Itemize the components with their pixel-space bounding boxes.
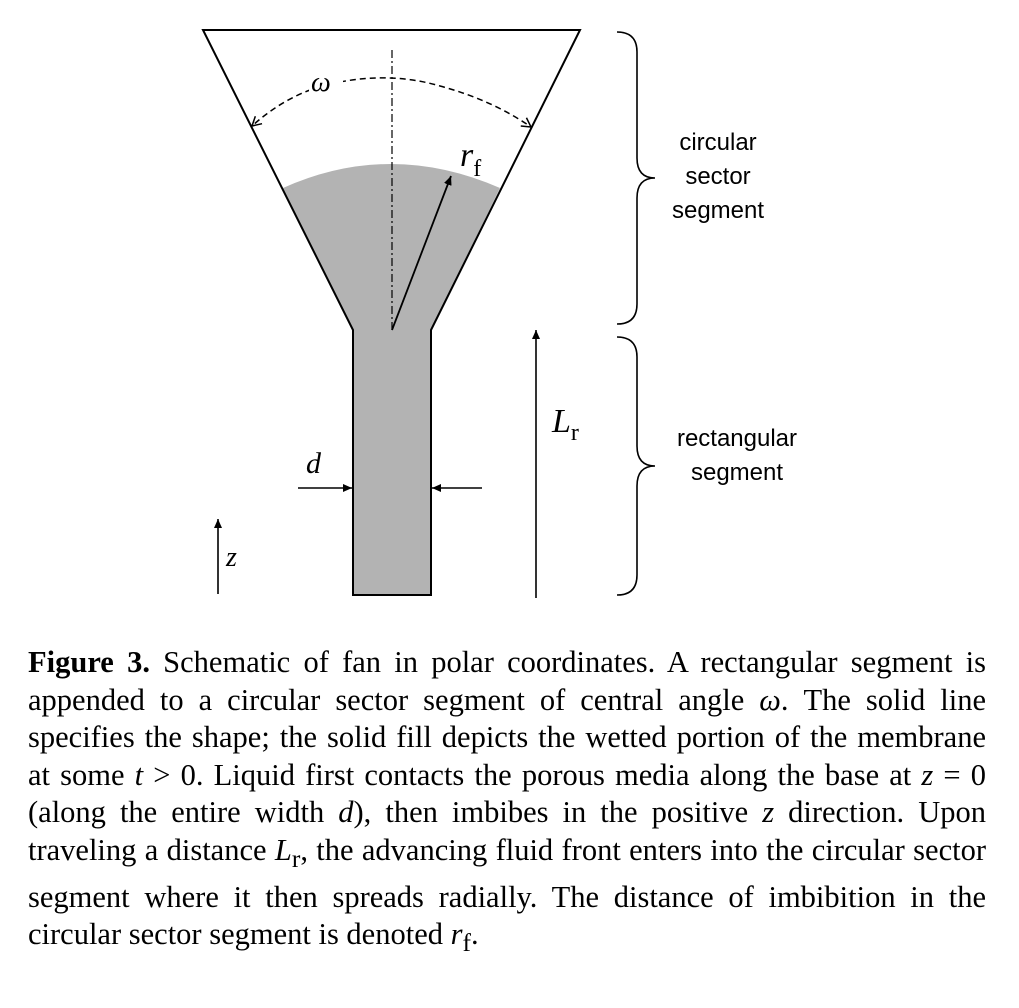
rectangular-segment-brace: [616, 336, 656, 596]
rectangular-label-line2: segment: [691, 459, 783, 486]
figure-caption: Figure 3. Schematic of fan in polar coor…: [28, 644, 986, 963]
d-label: d: [306, 447, 322, 480]
rf-label: rf: [460, 137, 481, 182]
circular-label-line3: segment: [672, 197, 764, 224]
fan-outline: [201, 29, 582, 596]
caption-t: t: [134, 757, 144, 792]
wetted-region: [283, 164, 500, 595]
caption-text: ), then imbibes in the positive: [353, 795, 763, 830]
caption-d: d: [338, 795, 354, 830]
caption-r-sub: f: [462, 929, 471, 958]
caption-text: . The solid line specifies the shape; th…: [28, 682, 986, 792]
caption-label: Figure 3.: [28, 645, 150, 679]
circular-label-line1: circular: [679, 129, 756, 156]
z-label: z: [225, 542, 237, 573]
caption-text: direction. Upon traveling a distance: [28, 795, 986, 867]
caption-z: z: [762, 795, 775, 830]
fan-diagram: ω rf d z Lr circular sector segment rect…: [201, 29, 797, 598]
circular-segment-brace: [616, 31, 656, 325]
caption-text: .: [470, 917, 479, 952]
caption-text: > 0. Liquid first contacts the porous me…: [143, 757, 922, 792]
caption-text: , the advancing fluid front enters into …: [28, 832, 986, 952]
lr-label: Lr: [551, 403, 579, 446]
radius-arrow: [391, 175, 452, 331]
rectangular-label-line1: rectangular: [677, 425, 797, 452]
caption-r: r: [450, 917, 463, 952]
caption-L: L: [274, 832, 292, 867]
omega-label: ω: [311, 67, 331, 98]
circular-label-line2: sector: [685, 163, 750, 190]
caption-text: = 0 (along the entire width: [28, 757, 986, 830]
caption-text: Schematic of fan in polar coordinates. A…: [28, 645, 987, 717]
caption-z: z: [921, 757, 934, 792]
caption-L-sub: r: [291, 845, 301, 874]
omega-arc-right: [339, 77, 533, 128]
caption-omega: ω: [759, 682, 781, 717]
